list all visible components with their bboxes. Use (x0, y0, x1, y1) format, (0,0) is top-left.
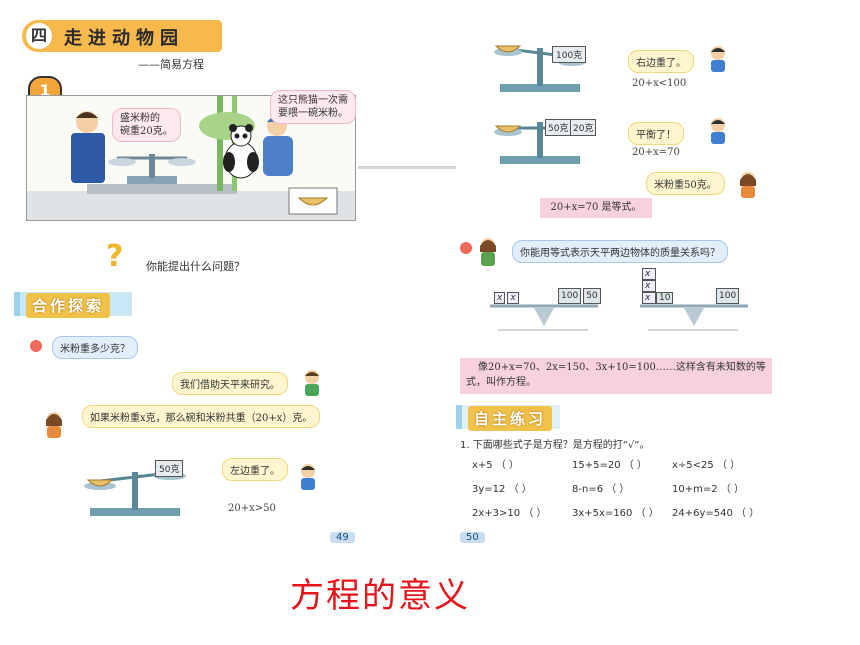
answer-blank[interactable]: （ ） (736, 508, 760, 519)
equation-balanced: 20+x=70 (632, 147, 680, 158)
page-number-right: 50 (460, 532, 485, 543)
exercise-item: 2x+3>10 （ ） (472, 508, 547, 519)
exercise-item: x+5 （ ） (472, 460, 520, 471)
exercise-row-3: 2x+3>10 （ ） 3x+5x=160 （ ） 24+6y=540 （ ） (472, 504, 772, 519)
boy-avatar-4 (706, 116, 730, 144)
answer-blank[interactable]: （ ） (495, 460, 520, 471)
weight-20-mid: 20克 (570, 119, 597, 136)
weight-block: 50 (583, 288, 601, 304)
page-number-left: 49 (330, 532, 355, 543)
svg-text:?: ? (106, 239, 123, 270)
exercise-item: 3y=12 （ ） (472, 484, 532, 495)
inequality-left: 20+x>50 (228, 503, 276, 514)
result-bubble: 米粉重50克。 (646, 172, 725, 195)
slide-caption: 方程的意义 (290, 576, 470, 616)
answer-blank[interactable]: （ ） (523, 508, 547, 519)
unit-header: 四 走进动物园 (22, 20, 222, 52)
section-practice: 自主练习 (456, 405, 560, 431)
balanced-bubble: 平衡了！ (628, 122, 684, 145)
inequality-right: 20+x<100 (632, 78, 687, 89)
definition-text: 像20+x=70、2x=150、3x+10=100……这样含有未知数的等式，叫作… (466, 362, 766, 388)
section-practice-label: 自主练习 (468, 406, 553, 431)
bullet-icon-2 (460, 242, 472, 254)
question-prompt: 你能提出什么问题？ (146, 260, 245, 273)
unit-number: 四 (26, 23, 52, 49)
assume-bubble: 如果米粉重x克，那么碗和米粉共重（20+x）克。 (82, 405, 321, 428)
answer-blank[interactable]: （ ） (508, 484, 532, 495)
block-x: x (642, 268, 656, 280)
weight-100: 100克 (552, 46, 587, 63)
scale1-right: 100 50 (558, 288, 601, 304)
question-weight: 米粉重多少克？ (52, 336, 138, 359)
exercise-item: 8-n=6 （ ） (572, 484, 630, 495)
question-mark-icon: ? (104, 238, 130, 274)
exercise-row-2: 3y=12 （ ） 8-n=6 （ ） 10+m=2 （ ） (472, 480, 772, 495)
answer-blank[interactable]: （ ） (720, 484, 744, 495)
unit-title: 走进动物园 (64, 28, 184, 49)
question-bubble: 你能用等式表示天平两边物体的质量关系吗？ (512, 240, 728, 263)
boy-avatar (300, 368, 324, 396)
definition-box: 像20+x=70、2x=150、3x+10=100……这样含有未知数的等式，叫作… (460, 358, 772, 394)
zoo-illustration (26, 95, 356, 221)
seesaw-1 (488, 302, 600, 332)
exercise-item: 3x+5x=160 （ ） (572, 508, 659, 519)
section-explore: 合作探索 (14, 292, 132, 318)
scale1-left: x x (494, 292, 519, 304)
exercise-item: 15+5=20 （ ） (572, 460, 647, 471)
block-x: x (642, 280, 656, 292)
equality-box: 20+x=70 是等式。 (540, 198, 652, 218)
boy-avatar-2 (296, 462, 320, 490)
girl-avatar (42, 410, 66, 438)
keeper-speech-bubble: 这只熊猫一次需 要喂一碗米粉。 (270, 90, 356, 124)
answer-blank[interactable]: （ ） (623, 460, 647, 471)
exercise-item: 24+6y=540 （ ） (672, 508, 760, 519)
scale2-left: x x x (642, 268, 656, 304)
section-explore-label: 合作探索 (26, 293, 111, 318)
scale2-right-weight: 100 (716, 288, 740, 304)
exercise-item: x÷5<25 （ ） (672, 460, 741, 471)
girl-avatar-3 (476, 236, 500, 266)
exercise-item: 10+m=2 （ ） (672, 484, 744, 495)
boy-avatar-3 (706, 44, 730, 72)
farmer-speech-bubble: 盛米粉的 碗重20克。 (112, 108, 181, 142)
weight-50-mid: 50克 (545, 119, 572, 136)
weight-50: 50克 (155, 460, 184, 477)
left-down-bubble: 左边重了。 (222, 458, 288, 481)
unit-subtitle: ——简易方程 (138, 58, 204, 71)
answer-blank[interactable]: （ ） (716, 460, 741, 471)
page-divider (358, 166, 456, 169)
right-down-bubble: 右边重了。 (628, 50, 694, 73)
girl-avatar-2 (736, 170, 760, 198)
bullet-icon (30, 340, 42, 352)
answer-blank[interactable]: （ ） (635, 508, 659, 519)
block-x: x (642, 292, 656, 304)
weight-block: 100 (558, 288, 582, 304)
block-x: x (507, 292, 519, 304)
study-bubble: 我们借助天平来研究。 (172, 372, 288, 395)
exercise-row-1: x+5 （ ） 15+5=20 （ ） x÷5<25 （ ） (472, 456, 772, 471)
exercise-prompt: 1. 下面哪些式子是方程？是方程的打“√”。 (460, 440, 650, 451)
block-x: x (494, 292, 506, 304)
zoo-scene-graphic (27, 96, 355, 220)
seesaw-2 (638, 302, 750, 332)
scale2-left-weight: 10 (656, 292, 674, 304)
answer-blank[interactable]: （ ） (606, 484, 630, 495)
